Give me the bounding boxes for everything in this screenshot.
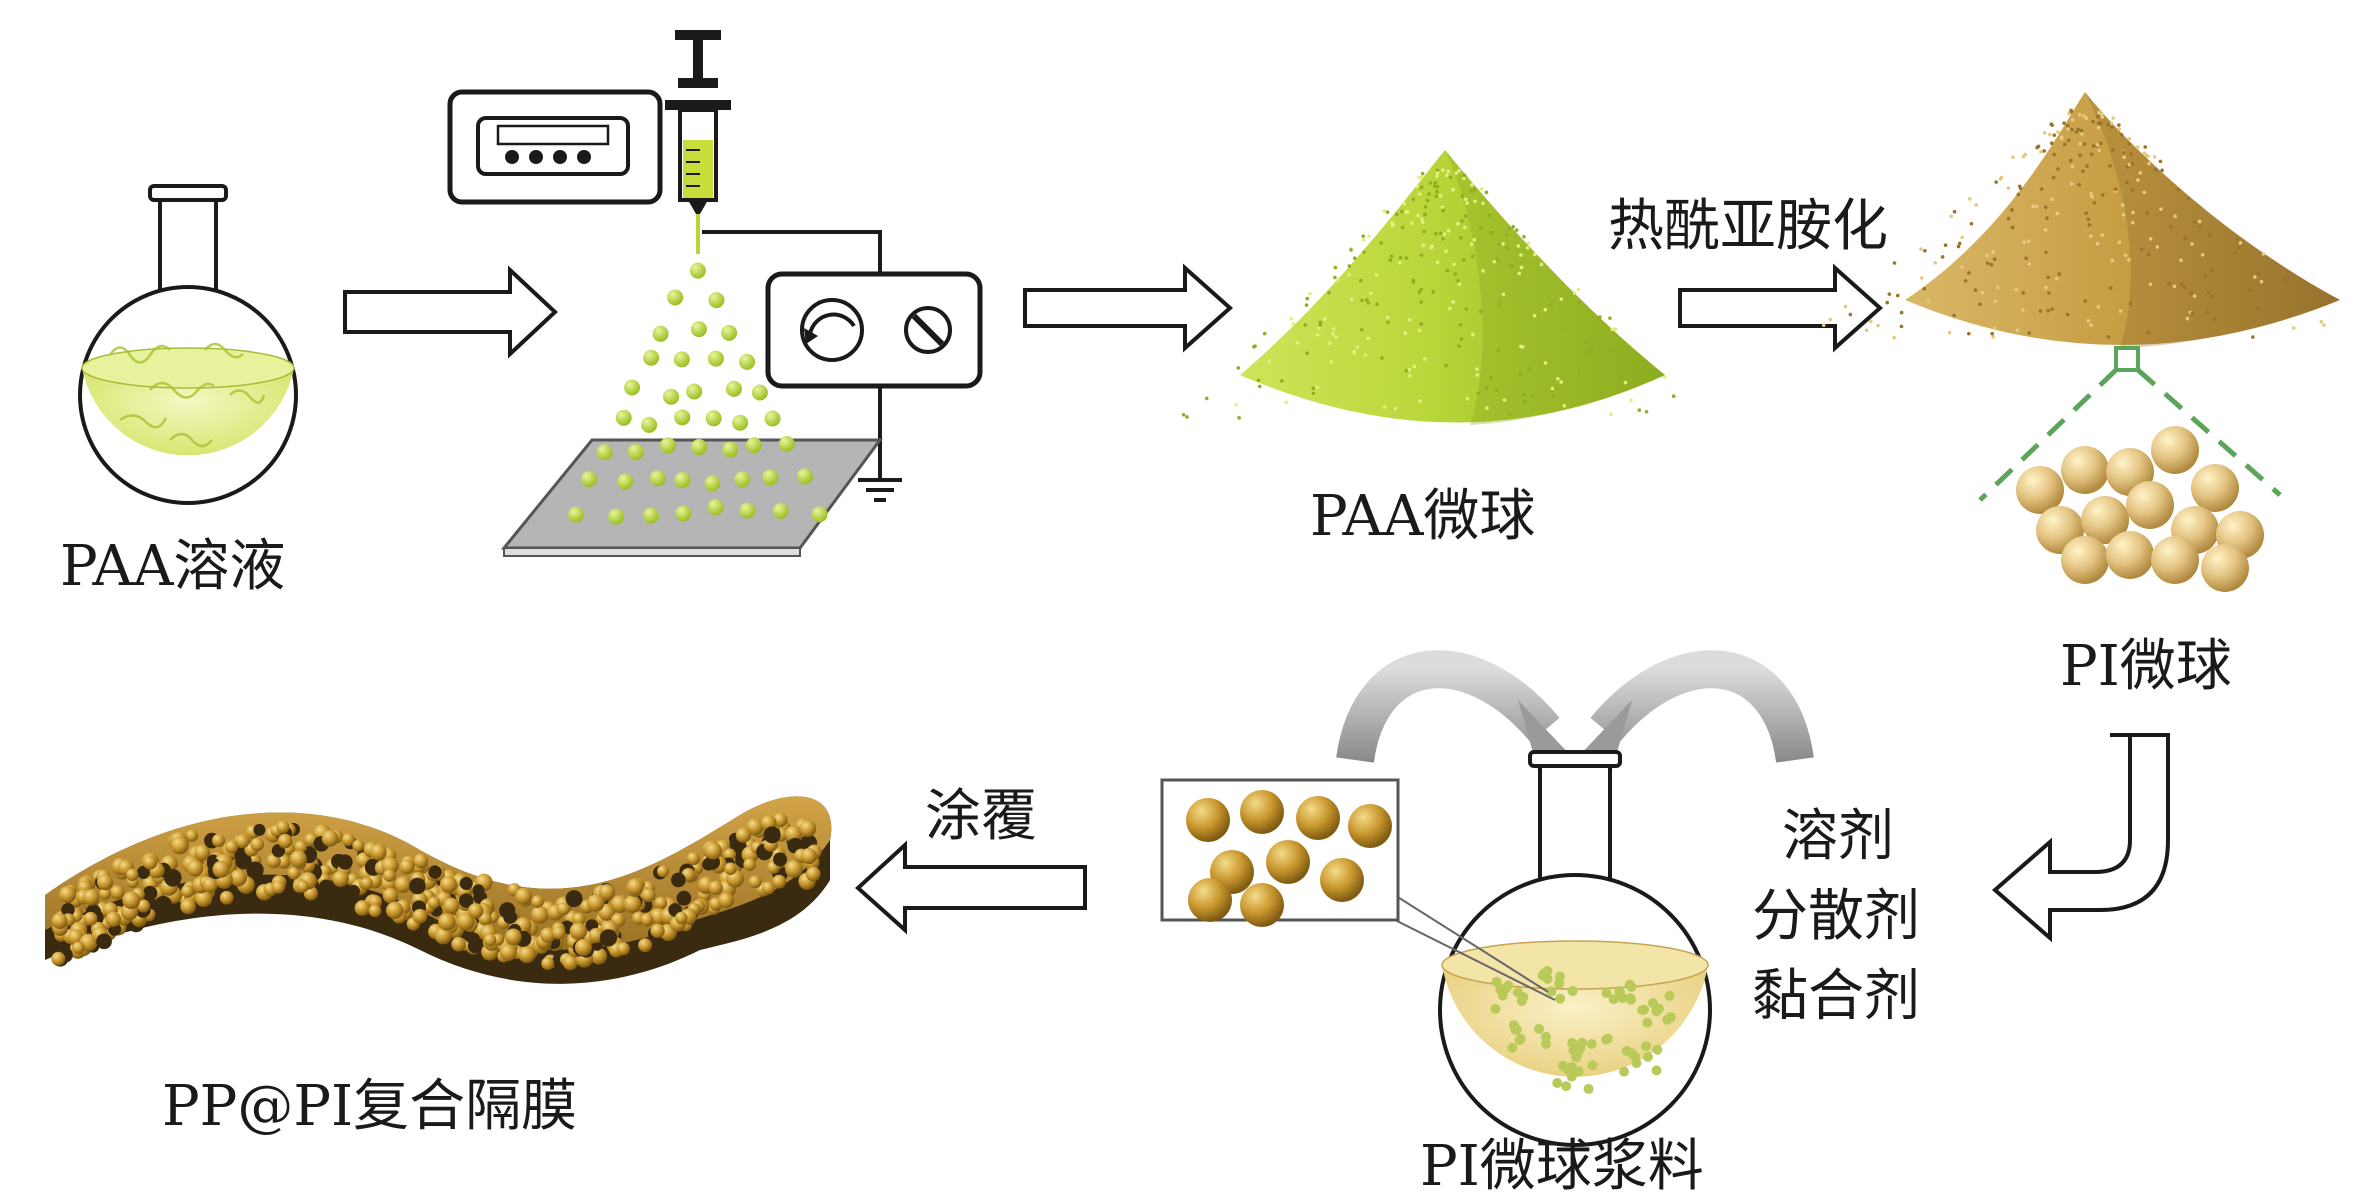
- arrow-left-coating: [855, 840, 1087, 935]
- thermal-imidization-label: 热酰亚胺化: [1608, 194, 1888, 259]
- arrow-right-3: [1678, 263, 1884, 353]
- composite-separator-label: PP@PI复合隔膜: [162, 1074, 577, 1139]
- microsphere-inset: [1160, 778, 1556, 1001]
- high-voltage-wire: [702, 230, 882, 274]
- paa-solution-flask: PAA溶液: [60, 184, 298, 599]
- gold-texture: [1821, 108, 2326, 340]
- polymer-strands: [108, 342, 266, 448]
- composite-separator: PP@PI复合隔膜: [45, 796, 832, 1139]
- pi-microspheres-pile: PI微球: [1821, 92, 2340, 699]
- syringe-pump-controller: [447, 89, 663, 205]
- flask-liquid-surface: [81, 347, 295, 389]
- syringe: [665, 30, 731, 254]
- high-voltage-supply: [765, 271, 983, 389]
- pi-slurry-label: PI微球浆料: [1420, 1134, 1704, 1199]
- flask-lip: [148, 184, 228, 202]
- arrow-bent-down-left: [1991, 733, 2170, 943]
- paa-solution-label: PAA溶液: [60, 534, 285, 599]
- paa-microspheres-label: PAA微球: [1310, 484, 1535, 549]
- solvent-label: 溶剂: [1782, 804, 1894, 869]
- ground-symbol: [858, 478, 902, 502]
- green-texture: [1181, 168, 1676, 420]
- stir-arc-left: [1336, 650, 1560, 764]
- pi-microspheres-label: PI微球: [2060, 634, 2232, 699]
- inset-spheres: [1186, 790, 1392, 927]
- electrospray-apparatus: [447, 30, 983, 557]
- spray-droplets: [568, 262, 828, 525]
- stir-arc-right: [1590, 650, 1814, 764]
- slurry-particle-clusters: [1490, 966, 1676, 1094]
- dispersant-label: 分散剂: [1752, 884, 1920, 949]
- arrow-right-1: [343, 265, 558, 359]
- collector-plate: [500, 438, 883, 550]
- paa-microspheres-pile: PAA微球: [1181, 150, 1676, 549]
- arrow-right-2: [1023, 263, 1234, 353]
- pi-slurry-flask: PI微球浆料: [1336, 650, 1814, 1199]
- coating-label: 涂覆: [925, 784, 1037, 849]
- pi-microspheres-zoom: [2016, 426, 2264, 592]
- binder-label: 黏合剂: [1752, 964, 1920, 1029]
- membrane-surface-particles: [51, 812, 822, 971]
